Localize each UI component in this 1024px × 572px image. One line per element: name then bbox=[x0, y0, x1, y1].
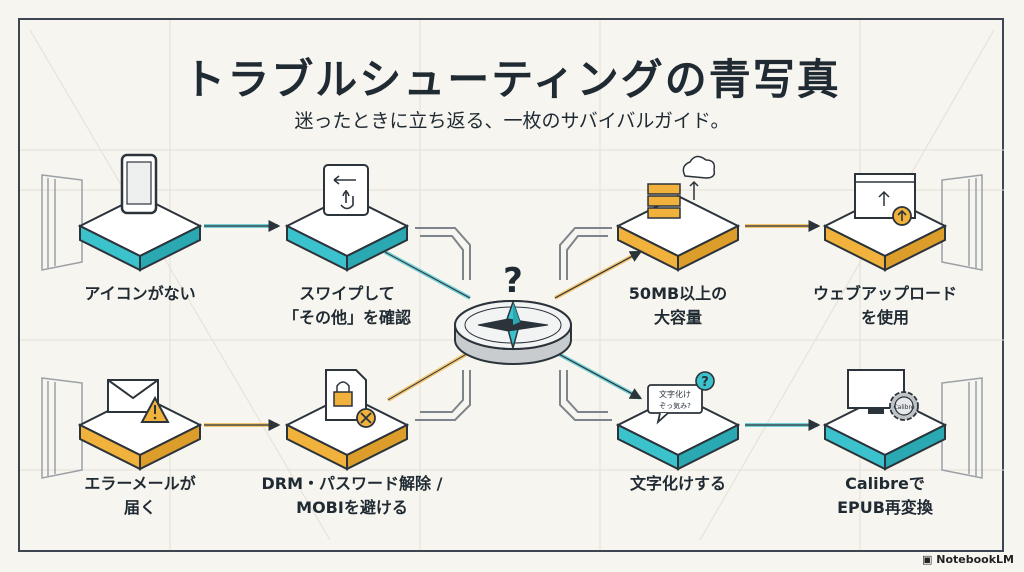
page-subtitle: 迷ったときに立ち返る、一枚のサバイバルガイド。 bbox=[294, 110, 730, 132]
locked-document-icon bbox=[325, 369, 376, 428]
warning-icon bbox=[140, 395, 170, 423]
brand-mark: ▣ NotebookLM bbox=[922, 553, 1014, 566]
platform-garbled bbox=[615, 393, 741, 471]
label-line: MOBIを避ける bbox=[296, 498, 408, 517]
speech-text-2: ぞっ気み? bbox=[659, 401, 691, 410]
arrow-center-to-garbled bbox=[554, 350, 643, 400]
label-garbled: 文字化けする bbox=[583, 472, 773, 496]
server-stack-icon bbox=[647, 155, 716, 219]
label-line: を使用 bbox=[860, 308, 909, 327]
brand-label: NotebookLM bbox=[936, 553, 1014, 566]
label-line: 届く bbox=[123, 498, 156, 517]
page-title: トラブルシューティングの青写真 bbox=[183, 55, 841, 104]
tablet-icon bbox=[120, 153, 158, 215]
label-line: 50MB以上の bbox=[628, 284, 728, 303]
notebook-icon: ▣ bbox=[922, 553, 933, 566]
label-line: ウェブアップロード bbox=[812, 284, 957, 303]
label-line: スワイプして bbox=[299, 284, 395, 303]
label-error-mail: エラーメールが 届く bbox=[45, 472, 235, 520]
speech-text-1: 文字化け bbox=[659, 389, 691, 399]
platform-swipe bbox=[284, 194, 410, 272]
label-line: DRM・パスワード解除 / bbox=[261, 474, 443, 493]
label-swipe: スワイプして 「その他」を確認 bbox=[252, 282, 442, 330]
right-side-frame bbox=[941, 174, 983, 479]
label-large-file: 50MB以上の 大容量 bbox=[583, 282, 773, 330]
platform-no-icon bbox=[77, 194, 203, 272]
speech-bubble-icon: 文字化け ぞっ気み? ? bbox=[647, 371, 715, 425]
svg-text:?: ? bbox=[701, 375, 709, 390]
left-side-frame bbox=[41, 174, 83, 479]
center-question-mark: ? bbox=[503, 261, 523, 301]
label-line: Calibreで bbox=[845, 474, 925, 493]
platform-drm bbox=[284, 393, 410, 471]
label-line: 大容量 bbox=[653, 308, 702, 327]
upload-window-icon bbox=[854, 173, 916, 226]
outer-frame bbox=[18, 18, 1004, 552]
label-line: アイコンがない bbox=[84, 284, 196, 303]
arrow-drm-to-center bbox=[386, 350, 472, 402]
label-no-icon: アイコンがない bbox=[45, 282, 235, 306]
gear-text: Calibre bbox=[893, 404, 914, 411]
label-web-upload: ウェブアップロード を使用 bbox=[790, 282, 980, 330]
arrow-center-to-large bbox=[554, 250, 643, 300]
label-drm: DRM・パスワード解除 / MOBIを避ける bbox=[252, 472, 452, 520]
compass-icon bbox=[454, 299, 572, 365]
platform-large-file bbox=[615, 194, 741, 272]
monitor-gear-icon: Calibre bbox=[847, 369, 919, 421]
label-line: エラーメールが bbox=[84, 474, 196, 493]
label-line: 「その他」を確認 bbox=[282, 308, 411, 327]
arrow-swipe-to-center bbox=[384, 250, 471, 300]
swipe-tablet-icon bbox=[323, 164, 369, 216]
label-line: EPUB再変換 bbox=[837, 498, 933, 517]
label-line: 文字化けする bbox=[629, 474, 726, 493]
label-calibre: Calibreで EPUB再変換 bbox=[790, 472, 980, 520]
